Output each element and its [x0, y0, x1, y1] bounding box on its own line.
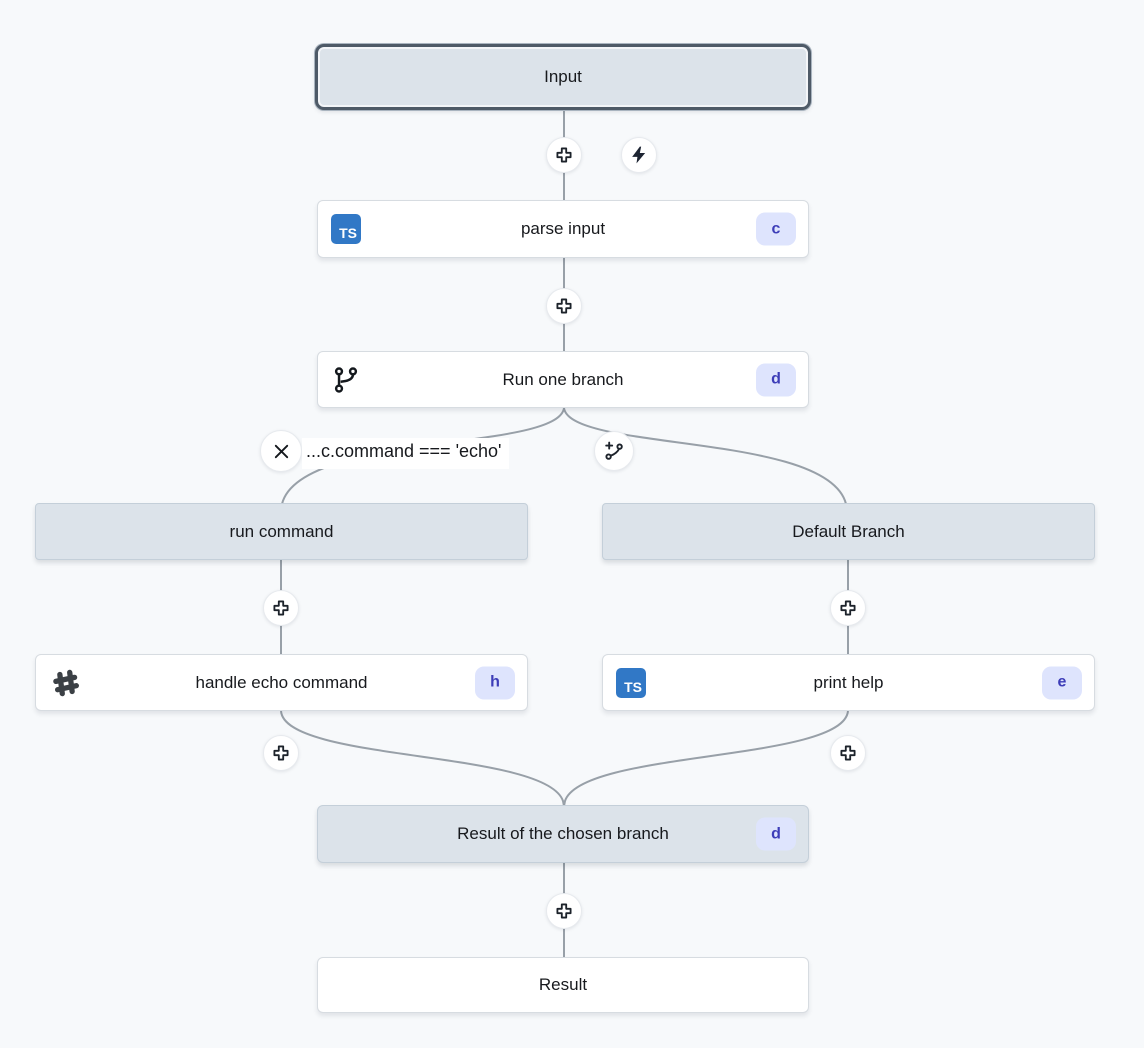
hash-icon	[53, 669, 80, 696]
branch-header-default[interactable]: Default Branch	[602, 503, 1095, 560]
plus-icon	[556, 147, 572, 163]
node-input[interactable]: Input	[315, 44, 811, 110]
branch-header-run-command[interactable]: run command	[35, 503, 528, 560]
edge-merge-left	[280, 710, 565, 807]
plus-icon	[556, 298, 572, 314]
edge-merge-right	[563, 710, 849, 807]
trigger-button[interactable]	[621, 137, 657, 173]
lightning-bolt-icon	[632, 146, 646, 164]
add-step-button[interactable]	[546, 288, 582, 324]
step-id-badge: h	[475, 666, 515, 699]
add-step-button[interactable]	[546, 137, 582, 173]
add-step-button[interactable]	[546, 893, 582, 929]
branch-label: Default Branch	[792, 521, 905, 541]
icon-slot	[331, 365, 361, 395]
typescript-icon: TS	[616, 667, 646, 698]
close-icon	[274, 444, 288, 458]
add-step-button[interactable]	[830, 590, 866, 626]
node-result[interactable]: Result	[317, 957, 809, 1013]
typescript-icon: TS	[331, 214, 361, 244]
step-id-badge: e	[1042, 666, 1082, 699]
step-id-badge: d	[756, 363, 796, 396]
icon-slot	[49, 666, 83, 700]
step-id-badge: c	[756, 212, 796, 246]
remove-branch-button[interactable]	[260, 430, 302, 472]
plus-icon	[840, 600, 856, 616]
typescript-icon-label: TS	[624, 678, 642, 695]
branch-label: run command	[229, 521, 334, 541]
step-id-badge: d	[756, 817, 796, 851]
add-step-button[interactable]	[830, 735, 866, 771]
add-step-button[interactable]	[263, 590, 299, 626]
add-branch-icon	[605, 441, 623, 460]
plus-icon	[273, 745, 289, 761]
node-label: print help	[813, 672, 884, 692]
git-branch-icon	[334, 366, 358, 393]
node-result-of-chosen-branch[interactable]: Result of the chosen branch d	[317, 805, 809, 863]
node-label: Input	[544, 67, 582, 86]
branch-condition-label: ...c.command === 'echo'	[302, 438, 510, 469]
node-label: handle echo command	[195, 672, 368, 692]
edge-split-right	[563, 407, 847, 505]
plus-icon	[556, 903, 572, 919]
add-step-button[interactable]	[263, 735, 299, 771]
node-handle-echo-command[interactable]: handle echo command h	[35, 654, 528, 711]
node-label: Result	[538, 975, 588, 994]
icon-slot: TS	[616, 667, 646, 698]
add-branch-button[interactable]	[594, 431, 634, 471]
plus-icon	[273, 600, 289, 616]
node-label: Result of the chosen branch	[457, 824, 669, 843]
node-parse-input[interactable]: TS parse input c	[317, 200, 809, 258]
typescript-icon-label: TS	[339, 225, 357, 241]
node-label: parse input	[520, 219, 606, 238]
node-print-help[interactable]: TS print help e	[602, 654, 1095, 711]
icon-slot: TS	[331, 214, 361, 244]
plus-icon	[840, 745, 856, 761]
node-label: Run one branch	[502, 369, 624, 389]
node-run-one-branch[interactable]: Run one branch d	[317, 351, 809, 408]
